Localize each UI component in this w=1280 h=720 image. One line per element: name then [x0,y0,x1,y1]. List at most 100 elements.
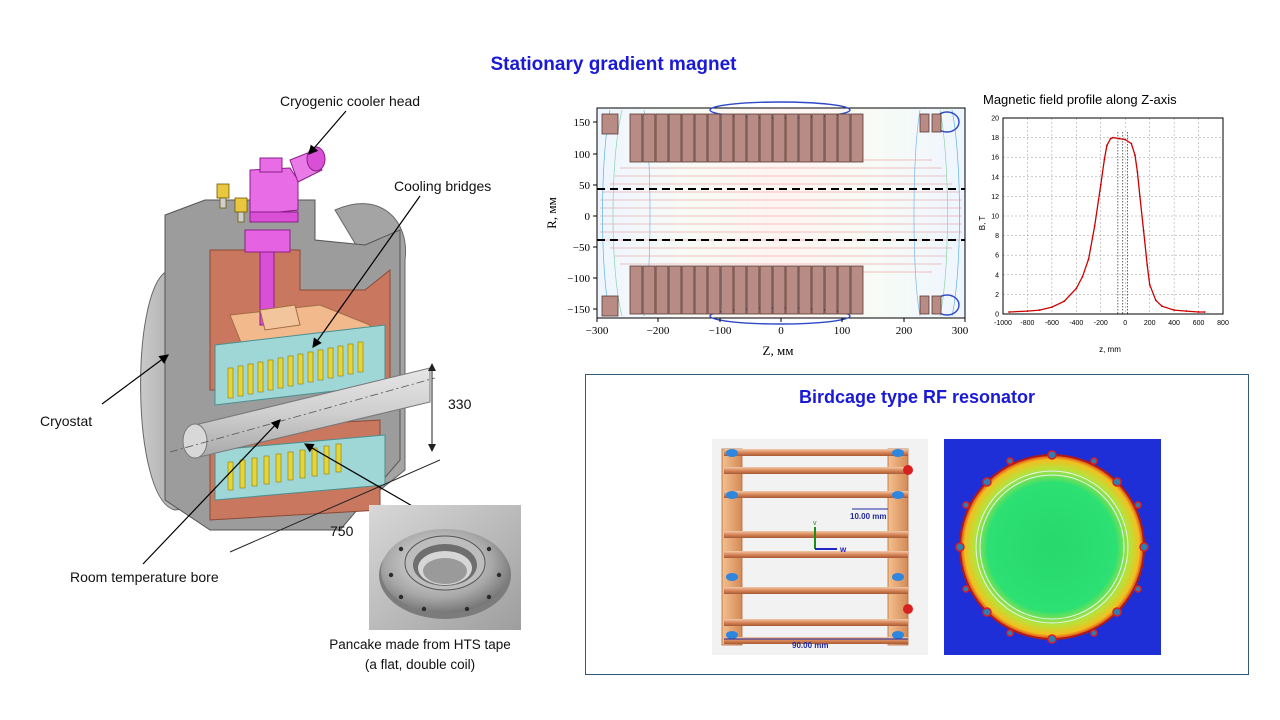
data-point [1038,309,1041,311]
data-point [1087,258,1090,261]
y-tick-label: 4 [995,272,999,279]
data-point [1134,154,1136,157]
slide-title: Stationary gradient magnet [490,54,737,75]
fm-xtick: 100 [834,325,851,337]
axis-v-label: v [813,520,817,527]
field-profile-chart: Magnetic field profile along Z-axis -100… [978,92,1229,354]
data-point [1008,311,1011,313]
rf-field-distribution-image [944,439,1161,655]
magnet-cutaway-illustration [140,146,440,553]
fm-xtick: 0 [778,325,784,337]
data-point [1118,137,1121,140]
pancake-coil-photo [369,505,521,630]
data-point [1063,300,1066,303]
y-tick-label: 20 [991,116,999,123]
y-tick-label: 0 [995,312,999,319]
fm-xtick: 300 [952,325,969,337]
pancake-caption-line2: (a flat, double coil) [364,657,476,672]
x-tick-label: 600 [1193,320,1205,327]
data-point [1146,264,1149,266]
fm-ytick: −50 [573,242,591,254]
y-tick-label: 18 [991,135,999,142]
chart-series [1008,132,1206,314]
fm-ylabel: R, мм [544,197,559,229]
data-point [1185,310,1188,312]
rf-rung-markers [955,450,1149,644]
data-point [1130,142,1133,145]
x-tick-label: 200 [1144,320,1156,327]
data-point [1203,311,1206,313]
rf-resonator-title: Birdcage type RF resonator [798,387,1036,407]
y-tick-label: 16 [991,155,999,162]
x-tick-label: -800 [1020,320,1034,327]
y-tick-label: 8 [995,233,999,240]
data-point [1112,136,1114,139]
data-point [1173,309,1176,311]
dim-label-1: 10.00 mm [850,512,886,521]
birdcage-marker [903,604,913,614]
fm-ytick: −100 [567,273,590,285]
data-point [1026,310,1029,312]
fm-xtick: −100 [709,325,732,337]
data-point [1109,137,1112,140]
data-point [1138,195,1141,198]
dim-label-2: 90.00 mm [792,641,828,650]
data-point [1148,283,1151,286]
x-tick-label: -600 [1045,320,1059,327]
data-point [1105,144,1108,147]
x-tick-label: 0 [1123,320,1127,327]
series-line [1009,136,1205,313]
axis-w-label: w [839,545,847,554]
label-cryogenic-cooler-head: Cryogenic cooler head [280,93,421,109]
fm-ytick: 100 [574,149,591,161]
chart-ylabel: B, T [978,216,987,231]
fm-xtick: −200 [647,325,670,337]
rf-resonator-panel: Birdcage type RF resonator [585,374,1249,675]
birdcage-marker [903,465,913,475]
chart-xlabel: z, mm [1099,345,1121,354]
data-point [1103,158,1106,161]
y-tick-label: 6 [995,253,999,260]
fm-xlabel: Z, мм [763,343,794,358]
field-contours [602,101,960,325]
label-cooling-bridges: Cooling bridges [394,178,492,194]
chart-plot-frame [1002,117,1224,315]
x-tick-label: 800 [1217,320,1229,327]
data-point [1154,299,1157,302]
y-tick-label: 10 [991,214,999,221]
label-room-temperature-bore: Room temperature bore [70,569,219,585]
fm-ytick: −150 [567,304,590,316]
fm-ytick: 0 [585,211,591,223]
chart-grid [1002,117,1224,315]
x-tick-label: -1000 [994,320,1012,327]
data-point [1197,311,1200,313]
label-cryostat: Cryostat [40,413,93,429]
label-dimension-750: 750 [330,523,354,539]
data-point [1142,229,1145,232]
y-tick-label: 2 [995,292,999,299]
fm-xtick: 200 [896,325,913,337]
pancake-caption-line1: Pancake made from HTS tape [329,637,511,652]
data-point [1081,275,1084,278]
birdcage-ports [726,449,904,639]
pancake-caption: Pancake made from HTS tape (a flat, doub… [315,635,525,675]
data-point [1075,287,1078,290]
chart-title: Magnetic field profile along Z-axis [983,92,1177,107]
y-tick-label: 14 [991,174,999,181]
label-dimension-330: 330 [448,396,472,412]
coil-blocks-lower [601,265,942,317]
birdcage-model-image: 10.00 mm 90.00 mm v w [712,439,928,655]
coil-blocks-upper [601,113,942,163]
fm-ytick: 50 [579,180,591,192]
data-point [1160,305,1163,308]
field-map-figure: −300 −200 −100 0 100 200 300 150 100 50 … [544,101,969,358]
data-point [1124,138,1127,141]
fm-ytick: 150 [574,117,591,129]
data-point [1099,183,1102,186]
data-point [1093,224,1096,227]
fm-xtick: −300 [586,325,609,337]
x-tick-label: -400 [1069,320,1083,327]
data-point [1136,171,1139,173]
